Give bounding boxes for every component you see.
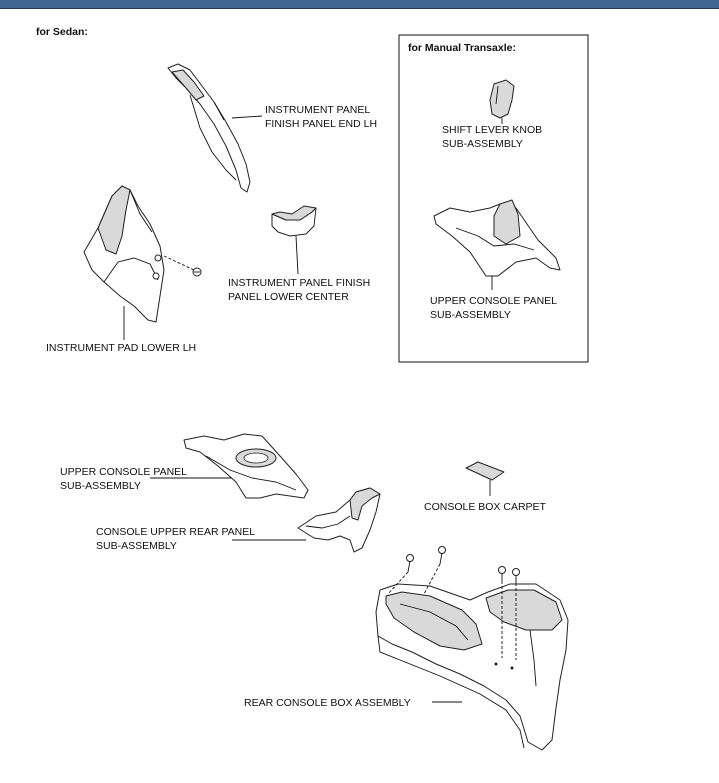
bolt-icon	[512, 568, 520, 586]
bolt-icon	[498, 566, 506, 584]
rear-console-box-label: REAR CONSOLE BOX ASSEMBLY	[244, 697, 411, 709]
console-upper-rear-panel-label: CONSOLE UPPER REAR PANEL SUB-ASSEMBLY	[96, 526, 258, 552]
finish-panel-lower-center-label: INSTRUMENT PANEL FINISH PANEL LOWER CENT…	[228, 277, 373, 303]
window-header-bar	[0, 0, 719, 9]
manual-transaxle-label: for Manual Transaxle:	[408, 42, 516, 54]
finish-panel-end-lh-part	[167, 63, 263, 193]
bolt-icon	[406, 554, 414, 573]
instrument-pad-lower-lh-part	[83, 185, 202, 340]
upper-console-panel-box-label: UPPER CONSOLE PANEL SUB-ASSEMBLY	[430, 295, 560, 321]
finish-panel-end-lh-label: INSTRUMENT PANEL FINISH PANEL END LH	[265, 104, 377, 130]
bolt-icon	[438, 546, 446, 565]
console-upper-rear-panel-part	[232, 487, 381, 553]
clip-bolt-icon	[192, 267, 202, 277]
manual-transaxle-box	[398, 34, 589, 363]
shift-lever-knob-label: SHIFT LEVER KNOB SUB-ASSEMBLY	[442, 124, 545, 150]
upper-console-panel-part	[150, 433, 309, 499]
pad-lower-lh-label: INSTRUMENT PAD LOWER LH	[46, 342, 196, 354]
rear-console-box-part	[375, 546, 569, 751]
upper-console-panel-box-part	[433, 199, 561, 290]
shift-lever-knob-part	[489, 79, 515, 124]
section-label: for Sedan:	[36, 26, 88, 38]
upper-console-panel-label: UPPER CONSOLE PANEL SUB-ASSEMBLY	[60, 466, 190, 492]
finish-panel-lower-center-part	[271, 205, 317, 275]
console-box-carpet-part	[465, 461, 505, 496]
console-box-carpet-label: CONSOLE BOX CARPET	[424, 501, 547, 513]
